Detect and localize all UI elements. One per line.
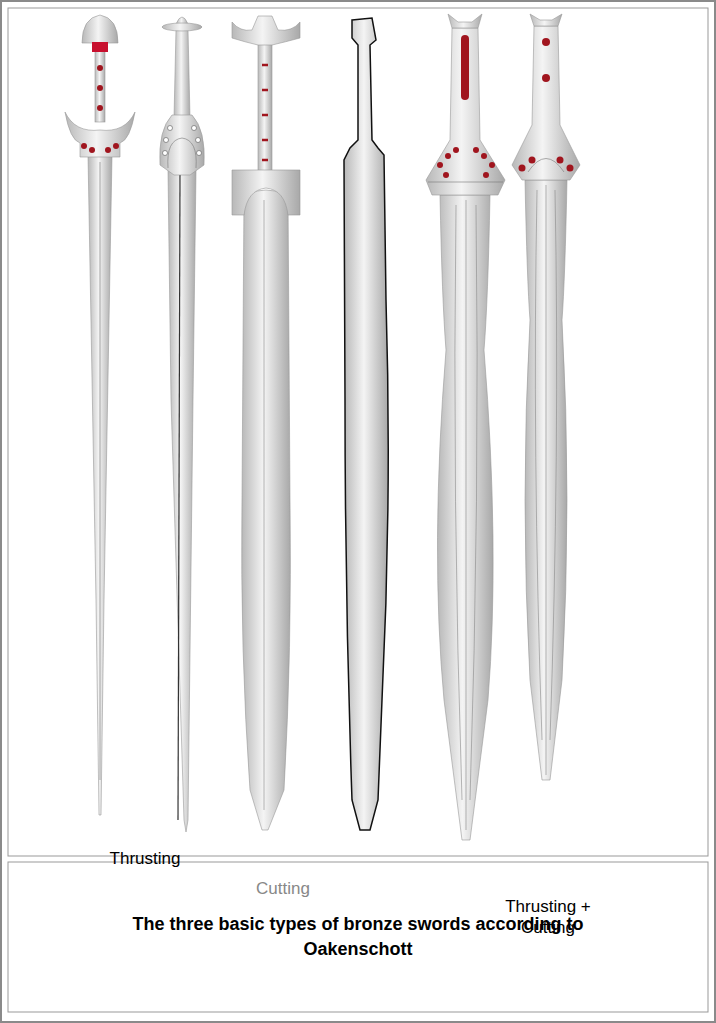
figure-caption: The three basic types of bronze swords a…	[123, 912, 593, 962]
sword-4	[344, 18, 388, 830]
sword-2	[160, 17, 205, 832]
figure-cell	[8, 8, 708, 856]
type-label: Thrusting	[80, 848, 210, 869]
sword-3	[232, 16, 300, 830]
type-label: Cutting	[218, 878, 348, 899]
sword-5	[426, 14, 505, 840]
caption-cell: The three basic types of bronze swords a…	[8, 862, 708, 1012]
sword-6	[512, 14, 580, 780]
sword-1	[65, 15, 135, 815]
caption-cell	[8, 862, 708, 1012]
